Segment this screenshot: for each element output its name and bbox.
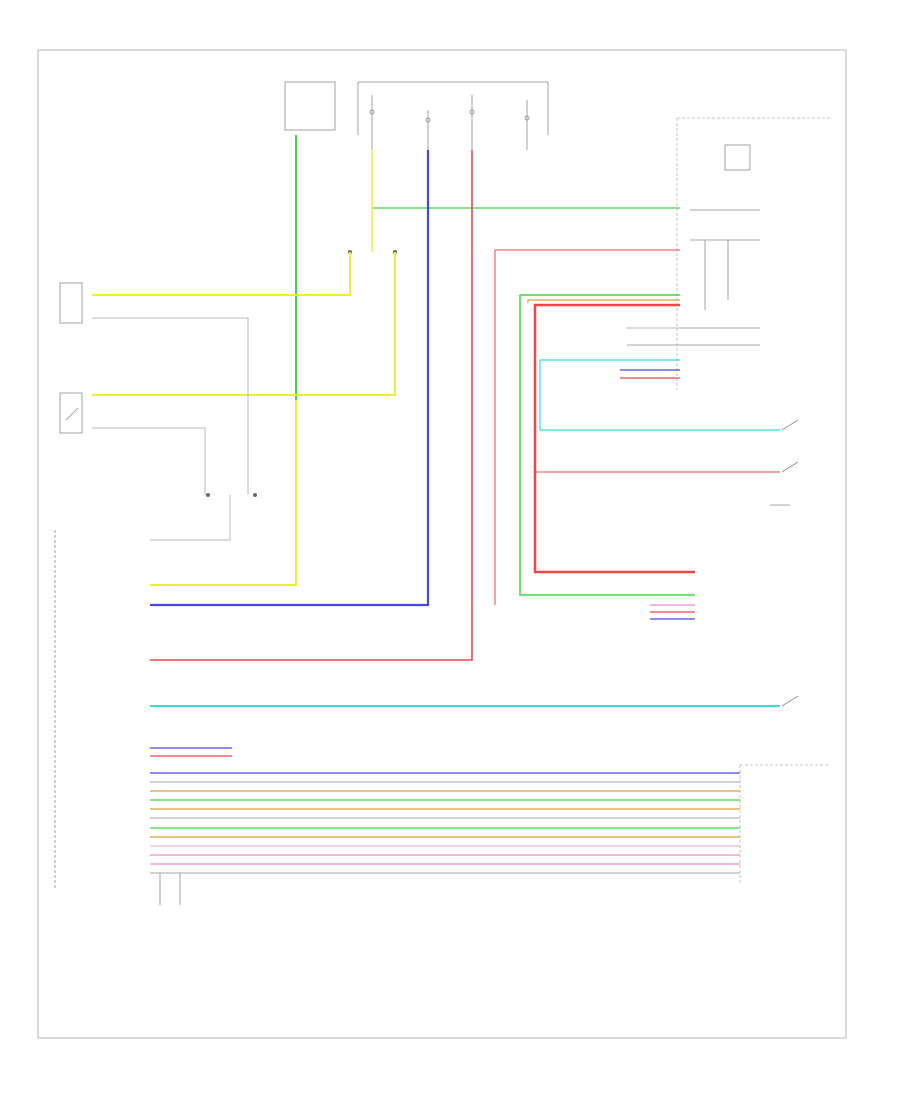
wires-gray-left [92,317,249,541]
wire-cyan-right [539,359,780,431]
wire-red-right [494,249,680,605]
wire-yellow-down [150,400,297,586]
top-fuses [369,95,530,150]
right-connector-block [739,764,830,885]
diagram-frame [37,49,847,1039]
right-module-internals [627,144,760,346]
right-module-outline [676,117,830,390]
wire-red-thick [533,303,695,574]
wire-yellow-2 [92,252,396,396]
right-switches [770,419,799,707]
harness-bottom [150,747,740,874]
left-components [54,282,83,890]
wire-blue [150,150,430,607]
wire-yellow-1 [92,252,351,296]
connector-points [206,250,397,497]
wire-green-bus [519,294,695,596]
wire-orange-bus [527,299,680,303]
wire-red-left [150,150,473,661]
harness-ground [159,873,181,905]
top-relay-box [284,81,549,135]
